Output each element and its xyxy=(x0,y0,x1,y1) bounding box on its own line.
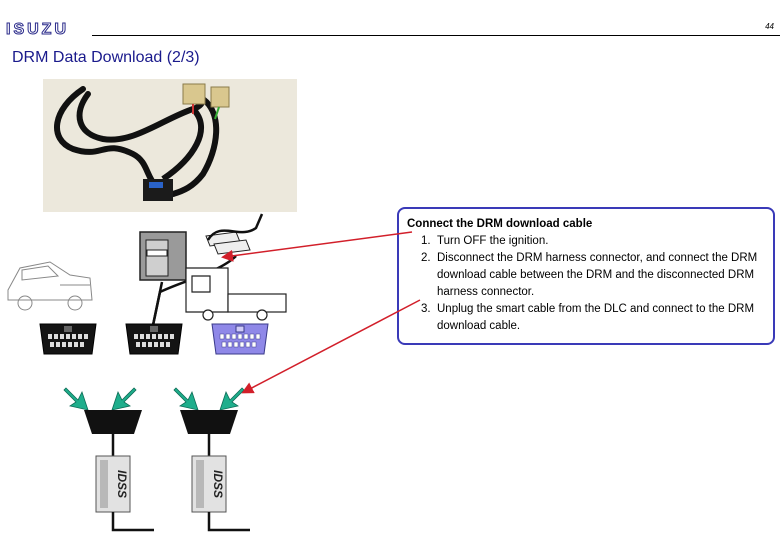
logo-text: ISUZU xyxy=(6,21,69,36)
smart-cable-connector-icon xyxy=(211,323,269,355)
connection-diagram: IDSS IDSS xyxy=(7,213,287,532)
idss-label-left: IDSS xyxy=(115,470,129,498)
smart-cable-heads xyxy=(84,410,238,434)
page-title: DRM Data Download (2/3) xyxy=(12,49,200,66)
step-text: Unplug the smart cable from the DLC and … xyxy=(437,303,755,332)
pickup-truck-icon xyxy=(7,261,93,311)
idss-device-right: IDSS xyxy=(191,455,227,513)
instruction-step: 1. Turn OFF the ignition. xyxy=(407,233,765,250)
flow-arrows xyxy=(63,387,245,411)
drm-module-icon xyxy=(139,231,187,281)
step-number: 3. xyxy=(421,303,431,315)
step-number: 1. xyxy=(421,235,431,247)
instruction-step: 2. Disconnect the DRM harness connector,… xyxy=(407,250,765,301)
instruction-callout: Connect the DRM download cable 1. Turn O… xyxy=(397,207,775,345)
callout-heading: Connect the DRM download cable xyxy=(407,218,593,230)
isuzu-logo: ISUZU xyxy=(6,21,69,37)
instruction-steps: 1. Turn OFF the ignition. 2. Disconnect … xyxy=(407,233,765,335)
drm-cable-connector-icon xyxy=(125,323,183,355)
step-number: 2. xyxy=(421,252,431,264)
idss-label-right: IDSS xyxy=(211,470,225,498)
dlc-connector-icon xyxy=(39,323,97,355)
page-number: 44 xyxy=(765,22,774,31)
cable-harness-photo xyxy=(43,79,297,212)
instruction-step: 3. Unplug the smart cable from the DLC a… xyxy=(407,301,765,335)
step-text: Turn OFF the ignition. xyxy=(437,235,549,247)
idss-device-left: IDSS xyxy=(95,455,131,513)
header-rule xyxy=(92,35,780,36)
step-text: Disconnect the DRM harness connector, an… xyxy=(437,252,758,298)
truck-icon xyxy=(185,267,287,321)
